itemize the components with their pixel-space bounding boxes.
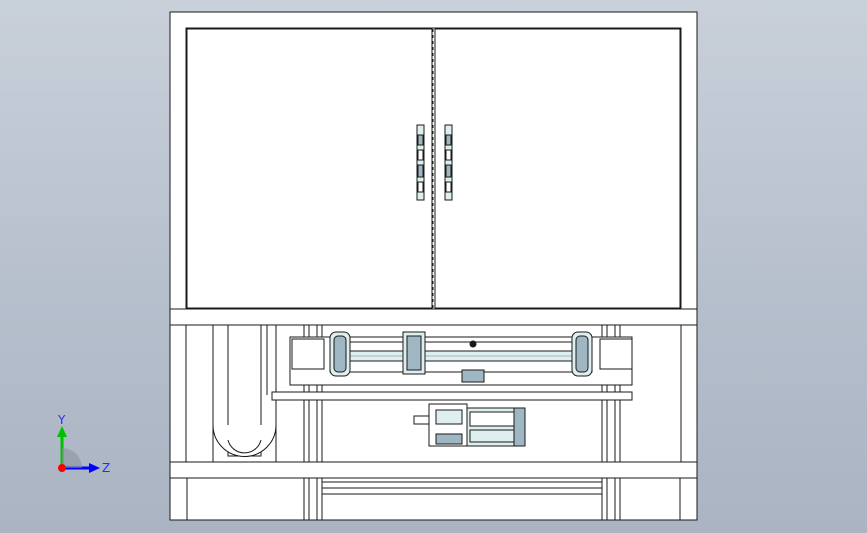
door-handles [416,124,453,201]
motor-assembly [413,403,526,447]
y-axis-label: Y [57,413,66,427]
left-door-handle [416,124,425,201]
belt-pulley-assembly [212,324,277,463]
middle-rail [169,308,698,326]
upper-cabinet [185,27,682,310]
drive-gear [461,369,485,383]
right-door [434,28,681,309]
roller-assembly [289,331,633,386]
right-door-handle [444,124,453,201]
conveyor-platform [271,391,633,401]
triad-quadrant [62,448,82,468]
z-axis-label: Z [102,461,110,475]
left-door [186,28,433,309]
coordinate-triad: Y Z [57,413,110,475]
bottom-stretcher [321,481,603,495]
x-axis-icon [58,464,66,472]
